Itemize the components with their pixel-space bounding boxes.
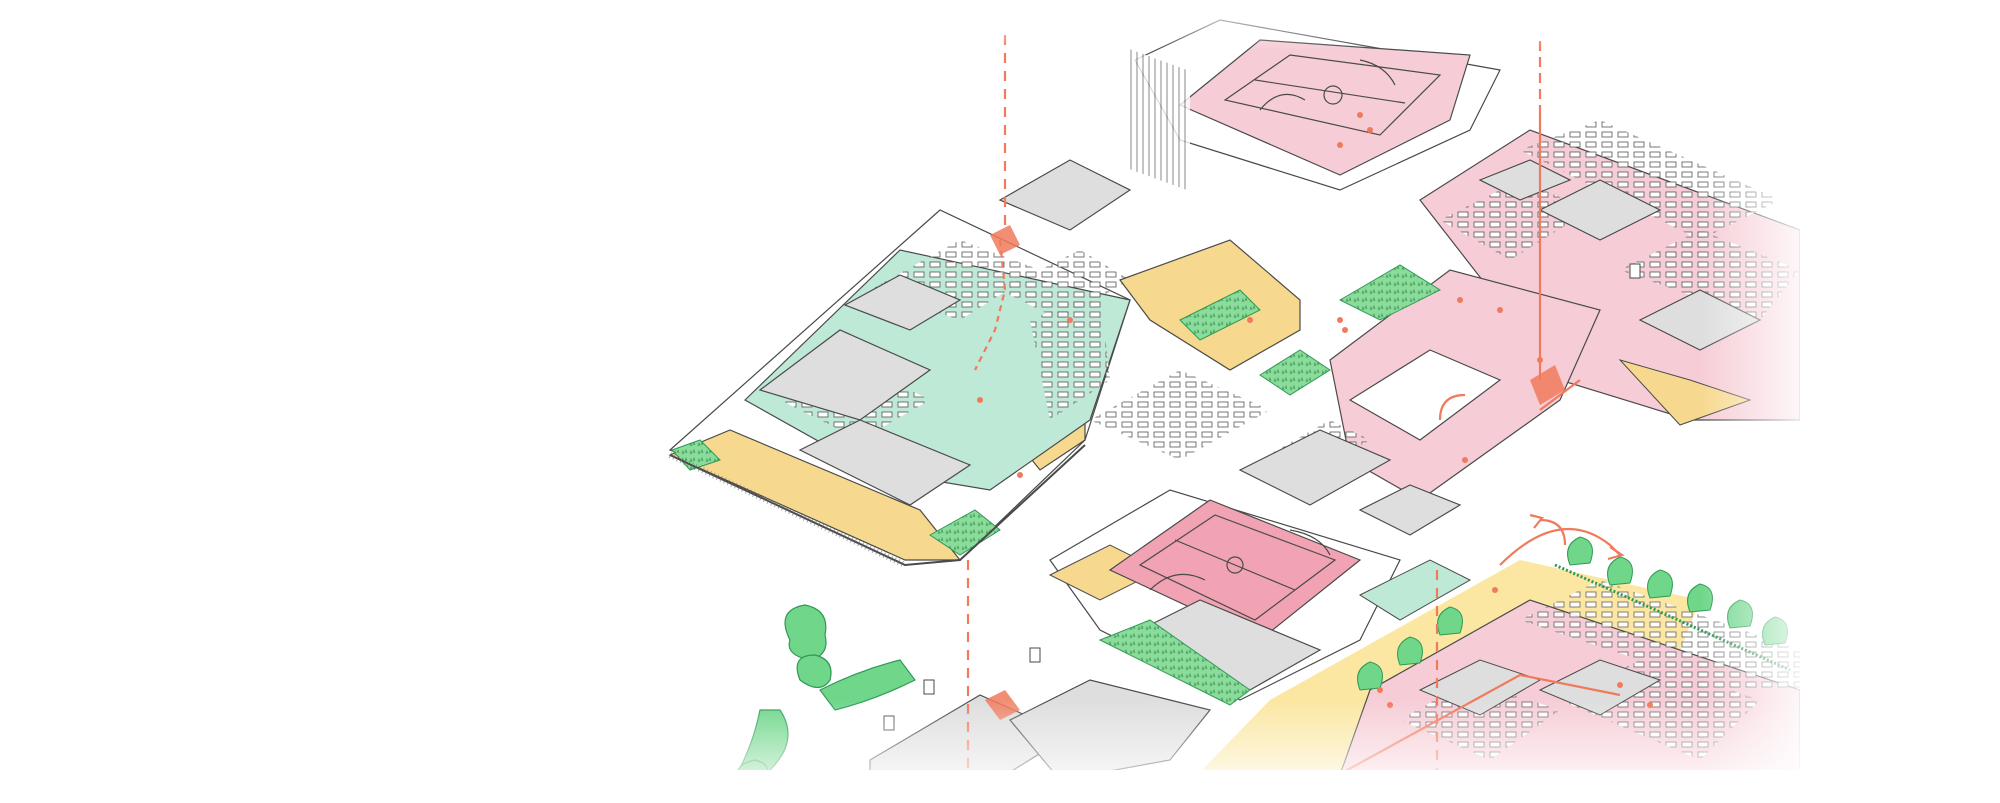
court-lines (1138, 514, 1337, 621)
middle-courtyard (1348, 349, 1502, 441)
circulation-lines (966, 35, 1542, 790)
upper-left-roof-a (758, 329, 932, 421)
middle-roof (1238, 429, 1392, 506)
rooftop-court-block (1130, 19, 1501, 192)
people (977, 112, 1653, 708)
upper-right-roof (1538, 179, 1662, 241)
stair-path (974, 239, 1007, 371)
upper-left-roof-b (798, 419, 972, 506)
upper-left-block (668, 159, 1132, 568)
arrow-courtyard (1438, 393, 1466, 421)
middle-block (1090, 239, 1601, 536)
middle-grass (1338, 264, 1442, 321)
arrow-lower-right (1499, 527, 1621, 566)
rooftop-court (1178, 39, 1471, 176)
middle-court-block (1048, 489, 1472, 706)
